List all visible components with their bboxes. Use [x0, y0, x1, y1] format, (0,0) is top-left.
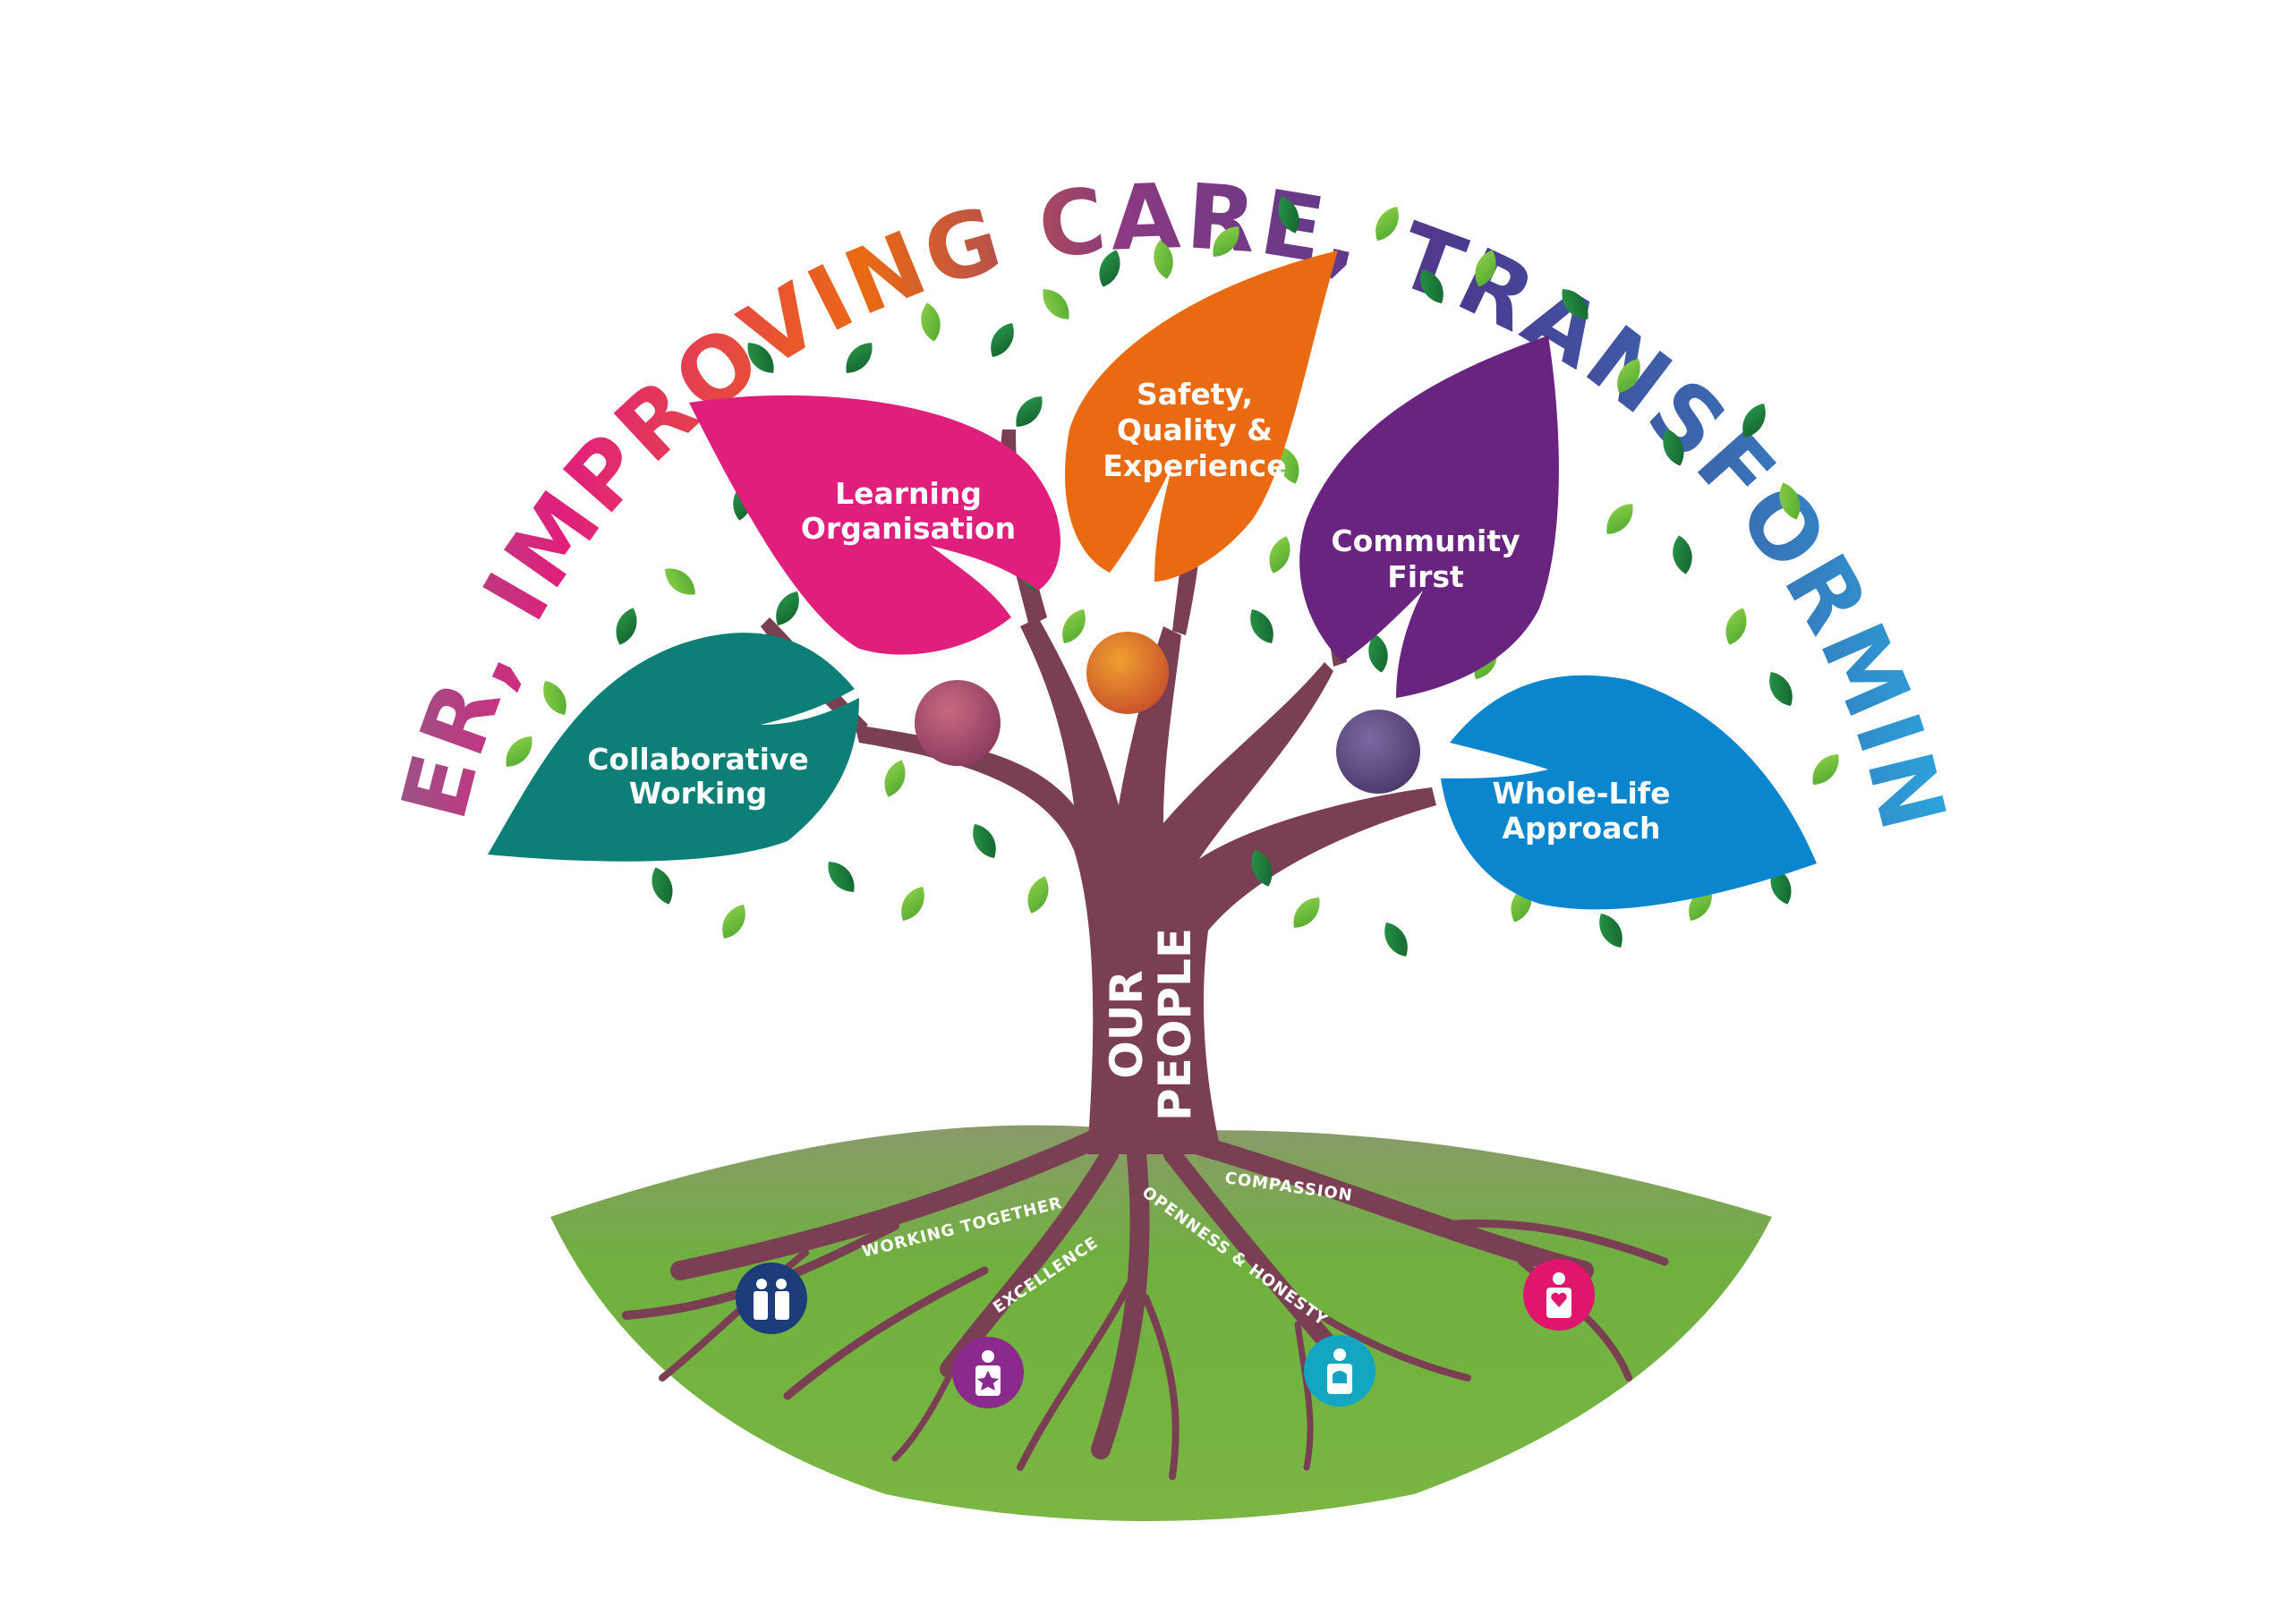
small-leaf [884, 760, 906, 797]
leaf-wholelife: Whole-Life Approach [1441, 675, 1817, 910]
small-leaf [1062, 608, 1086, 644]
small-leaf [1384, 922, 1408, 957]
small-leaf [747, 343, 774, 373]
small-leaf [901, 886, 924, 922]
small-leaf [973, 823, 996, 859]
small-leaf [1154, 240, 1173, 279]
leaf-learning-label-2: Organisation [801, 511, 1016, 546]
small-leaf [1213, 226, 1239, 257]
small-leaf [1663, 429, 1684, 466]
leaf-wholelife-label-2: Approach [1502, 811, 1660, 846]
trunk-label-line2: PEOPLE [1149, 928, 1201, 1121]
small-leaf [543, 680, 566, 716]
leaf-wholelife-label-1: Whole-Life [1492, 776, 1670, 811]
small-leaf [1769, 671, 1793, 707]
small-leaf [616, 608, 637, 645]
leaf-safety: Safety, Quality & Experience [1065, 251, 1338, 582]
small-leaf [1250, 608, 1273, 644]
small-leaf [1420, 268, 1444, 304]
small-leaf [1293, 897, 1320, 928]
hand-person-icon [1304, 1335, 1375, 1407]
leaf-community-label-1: Community [1331, 523, 1520, 558]
leaf-learning: Learning Organisation [689, 395, 1060, 655]
small-leaf [652, 867, 673, 905]
heart-person-icon [1523, 1259, 1595, 1331]
small-leaf [1269, 536, 1290, 574]
leaf-collaborative-label-1: Collaborative [587, 742, 809, 777]
small-leaf [1562, 289, 1588, 319]
small-leaf [1779, 482, 1801, 520]
small-leaf [722, 904, 745, 940]
small-leaf [1812, 754, 1839, 785]
small-leaf [846, 343, 873, 373]
trunk-label: OUR PEOPLE [1101, 928, 1201, 1121]
two-people-icon [736, 1263, 807, 1334]
branch-ball-left [915, 680, 1001, 766]
leaf-safety-label-2: Quality & [1117, 412, 1273, 447]
small-leaf [828, 862, 855, 892]
leaf-learning-label-1: Learning [835, 476, 982, 511]
leaf-collaborative-label-2: Working [629, 776, 768, 811]
small-leaf [1725, 608, 1747, 645]
small-leaf [1617, 358, 1640, 394]
branch-ball-right [1336, 710, 1420, 794]
small-leaf [1027, 876, 1049, 914]
small-leaf [991, 322, 1014, 358]
small-leaf [1016, 396, 1043, 427]
tree-trunk [855, 617, 1436, 1154]
leaf-safety-label-3: Experience [1103, 448, 1286, 483]
star-person-icon [952, 1337, 1024, 1408]
small-leaf [1099, 250, 1120, 287]
small-leaf [1606, 504, 1633, 534]
small-leaf [1673, 535, 1692, 574]
small-leaf [1043, 289, 1069, 319]
small-leaf [921, 302, 941, 342]
small-leaf [1475, 250, 1496, 287]
small-leaf [1278, 446, 1299, 484]
leaf-collaborative: Collaborative Working [488, 633, 859, 862]
small-leaf [1599, 913, 1622, 948]
small-leaf [1278, 196, 1299, 234]
leaf-community: Community First [1299, 336, 1559, 698]
leaf-community-label-2: First [1387, 559, 1464, 594]
branch-ball-center [1086, 632, 1169, 714]
leaf-safety-label-1: Safety, [1137, 377, 1253, 412]
small-leaf [665, 568, 695, 595]
small-leaf [1368, 633, 1388, 673]
small-leaf [1375, 206, 1399, 242]
small-leaf [776, 591, 799, 626]
small-leaf [1742, 403, 1766, 438]
small-leaf [1251, 849, 1273, 887]
small-leaf [506, 736, 532, 767]
trunk-label-line1: OUR [1101, 970, 1153, 1079]
